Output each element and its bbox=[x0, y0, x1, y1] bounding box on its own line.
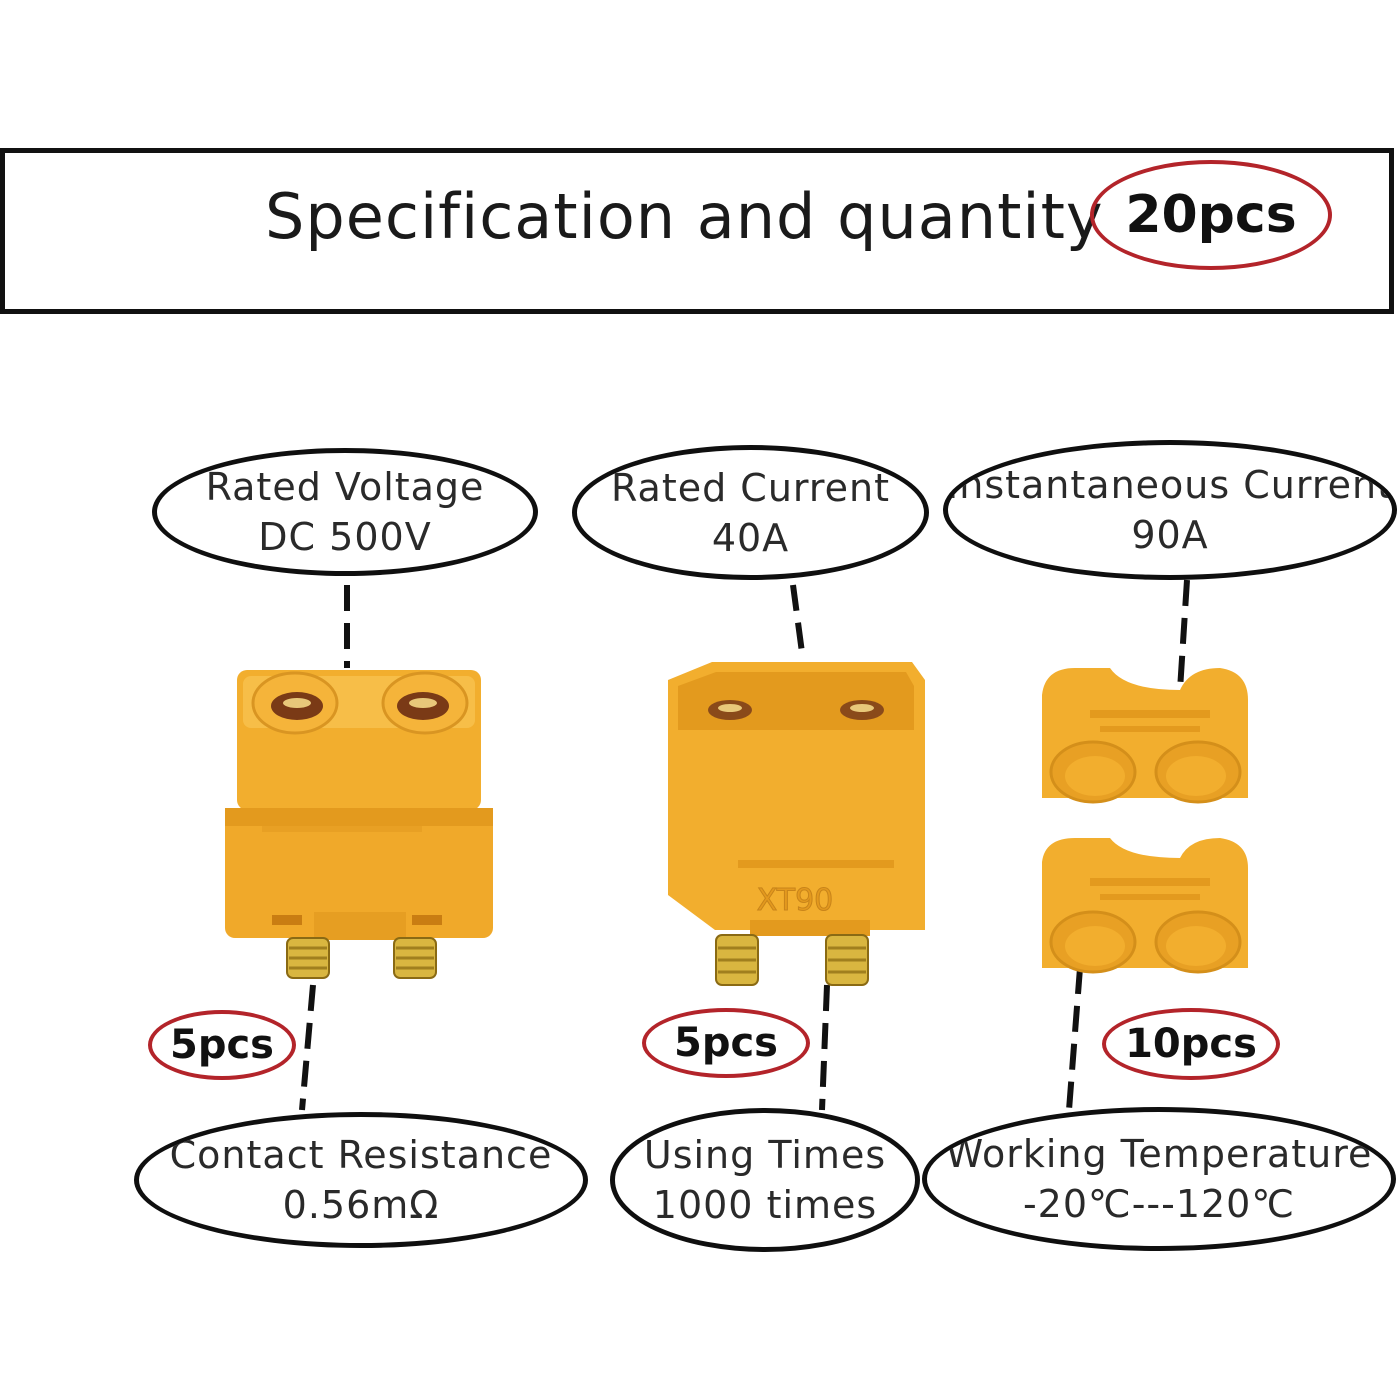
female-quantity-badge: 5pcs bbox=[148, 1010, 296, 1080]
leader-line-current bbox=[790, 584, 806, 661]
instantaneous-current-callout: Instantaneous Current 90A bbox=[943, 440, 1397, 580]
using-times-label: Using Times bbox=[643, 1133, 887, 1177]
using-times-value: 1000 times bbox=[652, 1183, 878, 1227]
total-quantity-badge: 20pcs bbox=[1090, 160, 1332, 270]
rated-current-callout: Rated Current 40A bbox=[572, 445, 929, 580]
rated-voltage-callout: Rated Voltage DC 500V bbox=[152, 448, 538, 576]
contact-resistance-callout: Contact Resistance 0.56mΩ bbox=[134, 1112, 588, 1248]
using-times-callout: Using Times 1000 times bbox=[610, 1108, 920, 1252]
protective-cap-top-image bbox=[1042, 668, 1248, 804]
instantaneous-current-value: 90A bbox=[1131, 513, 1209, 557]
male-connector-image bbox=[668, 662, 925, 986]
working-temperature-value: -20℃---120℃ bbox=[1022, 1182, 1296, 1226]
total-quantity-text: 20pcs bbox=[1125, 185, 1297, 245]
male-quantity-badge: 5pcs bbox=[642, 1008, 810, 1078]
protective-cap-bottom-image bbox=[1042, 838, 1248, 974]
leader-line-resistance bbox=[299, 984, 316, 1111]
caps-quantity-text: 10pcs bbox=[1125, 1021, 1257, 1067]
rated-voltage-value: DC 500V bbox=[258, 515, 432, 559]
male-quantity-text: 5pcs bbox=[674, 1020, 778, 1066]
working-temperature-label: Working Temperature bbox=[945, 1132, 1373, 1176]
rated-current-value: 40A bbox=[711, 515, 790, 560]
female-connector-image bbox=[225, 670, 493, 979]
page-title: Specification and quantity bbox=[265, 180, 1104, 253]
female-quantity-text: 5pcs bbox=[170, 1022, 274, 1068]
xt90-marking: XT90 bbox=[757, 883, 834, 918]
rated-current-label: Rated Current bbox=[610, 465, 891, 510]
caps-quantity-badge: 10pcs bbox=[1102, 1008, 1280, 1080]
contact-resistance-label: Contact Resistance bbox=[169, 1133, 553, 1177]
instantaneous-current-label: Instantaneous Current bbox=[947, 463, 1393, 507]
leader-line-temperature bbox=[1066, 967, 1083, 1111]
leader-line-using-times bbox=[819, 984, 830, 1111]
contact-resistance-value: 0.56mΩ bbox=[282, 1183, 440, 1227]
header-box bbox=[0, 148, 1394, 314]
working-temperature-callout: Working Temperature -20℃---120℃ bbox=[922, 1107, 1396, 1251]
rated-voltage-label: Rated Voltage bbox=[205, 465, 485, 509]
leader-line-instantaneous bbox=[1177, 579, 1190, 691]
